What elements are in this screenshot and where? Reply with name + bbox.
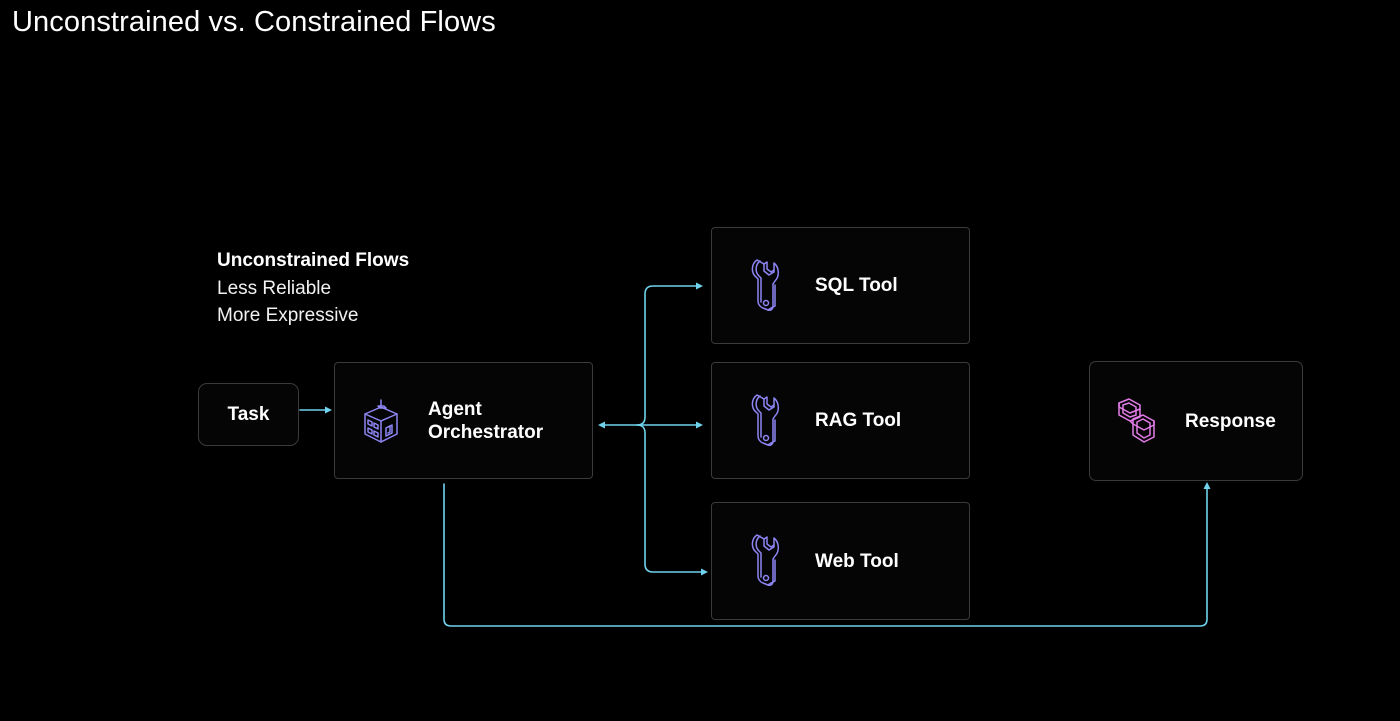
wrench-icon [751, 393, 779, 446]
edge-bus-to-sql [636, 285, 698, 426]
rag-tool-node: RAG Tool [711, 362, 970, 479]
web-tool-label: Web Tool [815, 550, 899, 572]
legend-line-expressiveness: More Expressive [217, 305, 359, 326]
wrench-icon [751, 258, 779, 311]
arrowhead-agent-left [598, 421, 605, 429]
legend: Unconstrained Flows Less Reliable More E… [217, 247, 409, 330]
legend-heading: Unconstrained Flows [217, 250, 410, 271]
rag-tool-label: RAG Tool [815, 410, 902, 431]
web-tool-node: Web Tool [711, 502, 970, 620]
sql-tool-label: SQL Tool [815, 275, 898, 296]
agent-orchestrator-label: Agent Orchestrator [428, 398, 543, 444]
wrench-icon [751, 534, 779, 586]
agent-label-line-2: Orchestrator [428, 421, 544, 443]
legend-line-reliability: Less Reliable [217, 277, 332, 299]
arrowhead-web [701, 568, 708, 576]
building-icon [364, 398, 398, 443]
chain-link-icon [1118, 398, 1155, 443]
arrowhead-response [1203, 482, 1211, 489]
task-label: Task [227, 404, 270, 425]
page-title: Unconstrained vs. Constrained Flows [12, 6, 496, 38]
arrowhead-sql [696, 282, 703, 290]
arrowhead-rag [696, 421, 703, 429]
response-node: Response [1089, 361, 1303, 481]
response-label: Response [1185, 410, 1276, 432]
sql-tool-node: SQL Tool [711, 227, 970, 344]
task-node: Task [198, 383, 299, 446]
edge-bus-to-web [636, 424, 703, 573]
agent-label-line-1: Agent [428, 398, 482, 420]
arrowhead-agent [325, 406, 332, 414]
agent-orchestrator-node: Agent Orchestrator [334, 362, 593, 479]
